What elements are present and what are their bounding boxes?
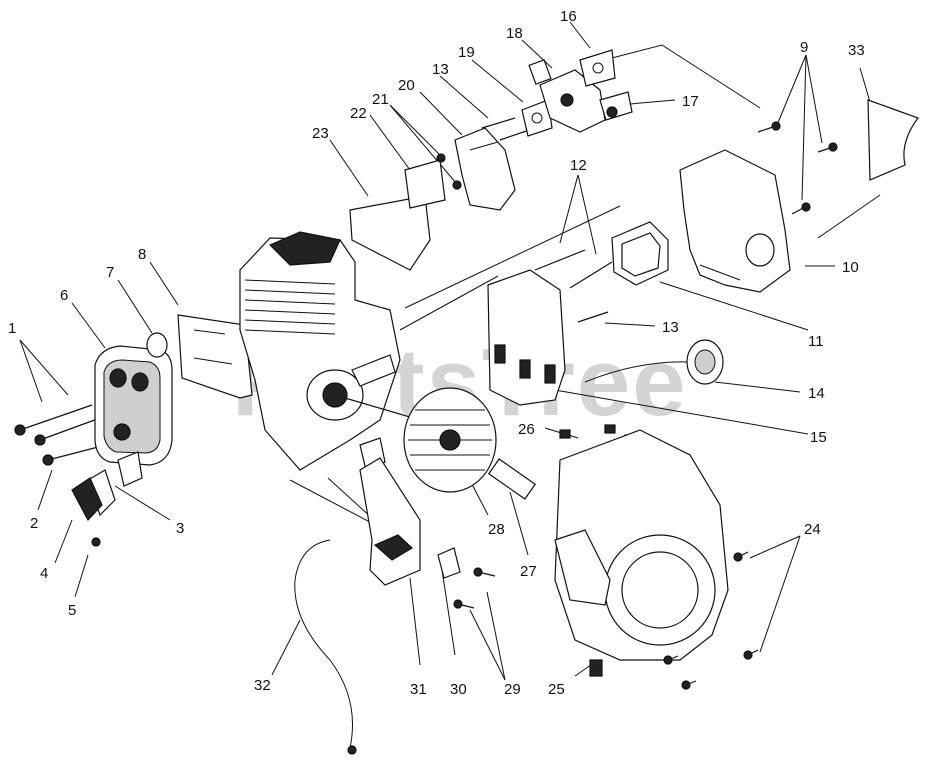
callout-2: 2 xyxy=(30,515,38,532)
callout-22: 22 xyxy=(350,105,367,122)
callout-28: 28 xyxy=(488,521,505,538)
air-filter xyxy=(611,221,669,286)
callout-3: 3 xyxy=(176,520,184,537)
cylinder-heat-plate xyxy=(349,195,431,271)
primer-fitting xyxy=(599,91,633,121)
muffler-bolts xyxy=(14,404,103,466)
module-screws xyxy=(453,567,496,609)
carburetor-top-gasket xyxy=(579,49,616,87)
carburetor-gasket xyxy=(521,99,553,137)
housing-screws xyxy=(663,551,759,690)
engine-block xyxy=(239,231,421,471)
callout-21: 21 xyxy=(372,91,389,108)
callout-6: 6 xyxy=(60,287,68,304)
spark-plug-wire xyxy=(294,539,357,755)
callout-25: 25 xyxy=(548,681,565,698)
engine-cover xyxy=(679,149,791,293)
callout-11: 11 xyxy=(808,333,824,350)
muffler-gasket xyxy=(71,469,116,547)
carburetor-adapter xyxy=(454,127,516,211)
callout-30: 30 xyxy=(450,681,467,698)
module-clip xyxy=(437,547,461,579)
callout-10: 10 xyxy=(842,259,859,276)
muffler-cover xyxy=(94,345,173,466)
long-screws xyxy=(534,249,613,323)
callout-23: 23 xyxy=(312,125,329,142)
callout-18: 18 xyxy=(506,25,523,42)
callout-20: 20 xyxy=(398,77,415,94)
callout-1: 1 xyxy=(8,320,16,337)
flywheel-bolts-top xyxy=(757,121,838,215)
callout-26: 26 xyxy=(518,421,535,438)
leader-lines xyxy=(19,21,881,681)
callout-14: 14 xyxy=(808,385,825,402)
callout-5: 5 xyxy=(68,602,76,619)
flywheel xyxy=(403,387,497,493)
callout-7: 7 xyxy=(106,264,114,281)
exhaust-gasket xyxy=(117,451,143,487)
callout-12: 12 xyxy=(570,157,587,174)
callout-16: 16 xyxy=(560,8,577,25)
callout-8: 8 xyxy=(138,246,146,263)
blower-housing xyxy=(554,429,729,677)
decal xyxy=(867,99,919,181)
callout-29: 29 xyxy=(504,681,521,698)
primer-bulb xyxy=(584,339,724,385)
callout-4: 4 xyxy=(40,565,48,582)
callout-17: 17 xyxy=(682,93,699,110)
callout-9: 9 xyxy=(800,39,808,56)
ignition-module xyxy=(359,457,421,586)
intake-gasket xyxy=(404,159,446,209)
o-ring xyxy=(146,332,168,358)
heat-shield xyxy=(177,314,253,399)
callout-32: 32 xyxy=(254,677,271,694)
drive-shaft xyxy=(351,354,537,500)
callout-31: 31 xyxy=(410,681,427,698)
callout-labels: 1 2 3 4 5 6 7 8 9 10 11 12 13 13 14 15 1… xyxy=(8,8,865,698)
callout-13-top: 13 xyxy=(432,61,449,78)
callout-24: 24 xyxy=(804,521,821,538)
callout-15: 15 xyxy=(810,429,827,446)
callout-27: 27 xyxy=(520,563,537,580)
intake-nuts xyxy=(436,153,462,190)
callout-33: 33 xyxy=(848,42,865,59)
callout-13-bottom: 13 xyxy=(662,319,679,336)
callout-19: 19 xyxy=(458,44,475,61)
air-box xyxy=(487,269,566,406)
